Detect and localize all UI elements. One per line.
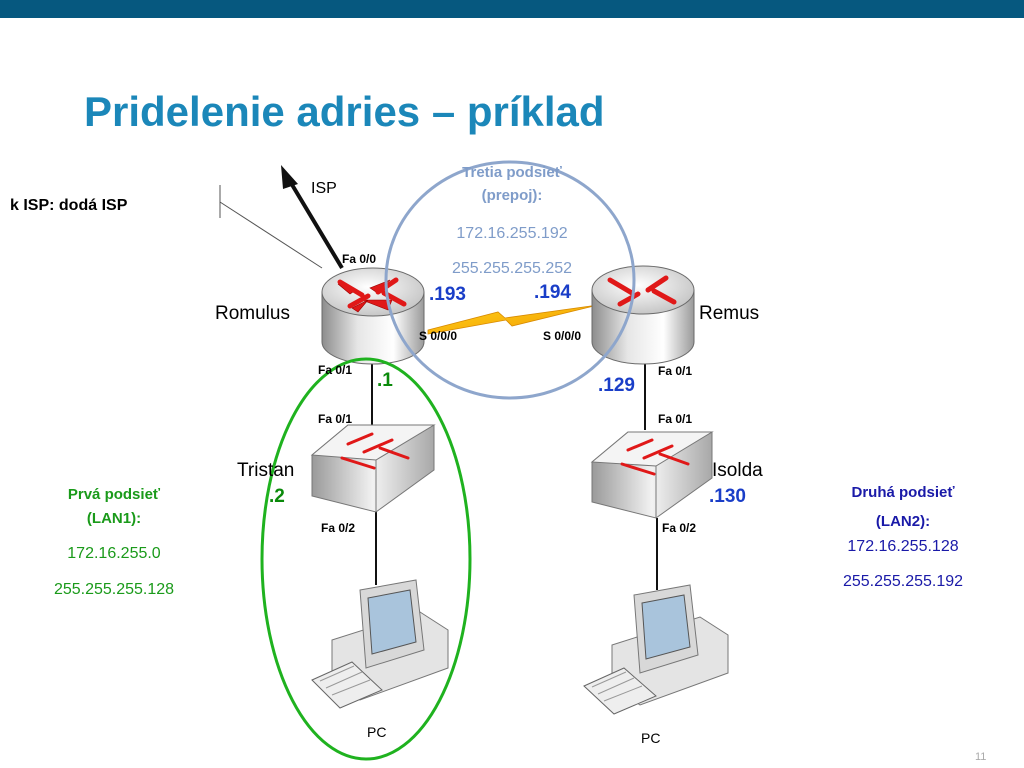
tristan-fa01-label: Fa 0/1 bbox=[318, 412, 352, 426]
isolda-fa02-label: Fa 0/2 bbox=[662, 521, 696, 535]
router-remus-icon bbox=[591, 265, 695, 365]
romulus-fa01-label: Fa 0/1 bbox=[318, 363, 352, 377]
remus-fa01-label: Fa 0/1 bbox=[658, 364, 692, 378]
link-subnet-ring bbox=[384, 160, 636, 400]
remus-s000-label: S 0/0/0 bbox=[543, 329, 581, 343]
link-subnet-line2: (prepoj): bbox=[482, 187, 543, 204]
pc-left-icon bbox=[311, 579, 449, 709]
remus-serial-ip: .194 bbox=[534, 282, 571, 303]
romulus-label: Romulus bbox=[215, 303, 290, 324]
pc-right-label: PC bbox=[641, 730, 660, 746]
pc-right-icon bbox=[583, 584, 729, 715]
link-subnet-line1: Tretia podsieť bbox=[462, 164, 563, 181]
isp-note: k ISP: dodá ISP bbox=[10, 197, 128, 214]
isolda-fa01-label: Fa 0/1 bbox=[658, 412, 692, 426]
top-bar bbox=[0, 0, 1024, 18]
isolda-ip: .130 bbox=[709, 486, 746, 507]
link-subnet-network: 172.16.255.192 bbox=[456, 225, 567, 242]
tristan-ip: .2 bbox=[269, 486, 285, 507]
link-subnet-mask: 255.255.255.252 bbox=[452, 260, 572, 277]
tristan-fa02-label: Fa 0/2 bbox=[321, 521, 355, 535]
lan1-network: 172.16.255.0 bbox=[67, 545, 161, 562]
lan1-line2: (LAN1): bbox=[87, 510, 141, 527]
lan2-mask: 255.255.255.192 bbox=[843, 573, 963, 590]
lan1-subnet-ring bbox=[260, 357, 472, 761]
slide-title: Pridelenie adries – príklad bbox=[84, 88, 605, 135]
romulus-s000-label: S 0/0/0 bbox=[419, 329, 457, 343]
lan2-line2: (LAN2): bbox=[876, 513, 930, 530]
isolda-label: Isolda bbox=[712, 460, 763, 481]
lan2-line1: Druhá podsieť bbox=[851, 484, 955, 501]
remus-label: Remus bbox=[699, 303, 759, 324]
lan1-line1: Prvá podsieť bbox=[68, 486, 161, 503]
lan1-mask: 255.255.255.128 bbox=[54, 581, 174, 598]
isp-arrow bbox=[281, 165, 344, 270]
romulus-ip: .1 bbox=[377, 370, 393, 391]
romulus-serial-ip: .193 bbox=[429, 284, 466, 305]
page-number: 11 bbox=[975, 751, 986, 763]
serial-link-icon bbox=[427, 304, 599, 335]
lan2-network: 172.16.255.128 bbox=[847, 538, 958, 555]
romulus-fa00-label: Fa 0/0 bbox=[342, 252, 376, 266]
isp-note-connector bbox=[219, 185, 323, 269]
isp-label: ISP bbox=[311, 180, 337, 197]
switch-tristan-icon bbox=[310, 424, 436, 513]
remus-ip: .129 bbox=[598, 375, 635, 396]
switch-isolda-icon bbox=[590, 431, 714, 519]
pc-left-label: PC bbox=[367, 724, 386, 740]
tristan-label: Tristan bbox=[237, 460, 294, 481]
